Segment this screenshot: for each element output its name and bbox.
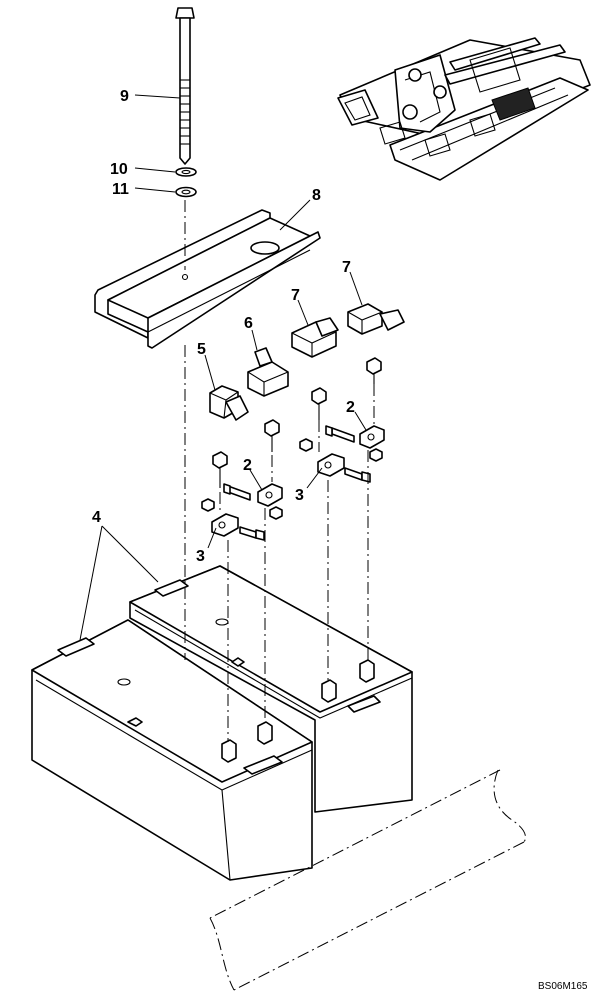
leader-lines <box>79 94 367 641</box>
callout-6: 6 <box>244 315 253 332</box>
terminal-clamp-2-left <box>223 483 283 507</box>
washer-11 <box>175 186 197 198</box>
callout-8: 8 <box>312 187 321 204</box>
callout-7-left: 7 <box>291 287 300 304</box>
battery-rear <box>129 565 413 813</box>
battery-front <box>31 619 313 881</box>
callout-labels: 9 10 11 8 7 7 6 5 2 2 3 3 4 <box>92 88 355 565</box>
drawing-code: BS06M165 <box>538 981 588 992</box>
terminal-clamp-3-left <box>211 513 265 541</box>
terminal-bolts <box>212 357 382 488</box>
callout-3-right: 3 <box>295 487 304 504</box>
callout-4: 4 <box>92 509 101 526</box>
terminal-clamp-2-right <box>325 425 385 449</box>
callout-9: 9 <box>120 88 129 105</box>
callout-2-right: 2 <box>346 399 355 416</box>
machine-locator-inset <box>337 37 591 181</box>
terminal-cover-7-left <box>291 317 339 358</box>
callout-3-left: 3 <box>196 548 205 565</box>
callout-5: 5 <box>197 341 206 358</box>
terminal-cover-6 <box>247 347 289 397</box>
callout-2-left: 2 <box>243 457 252 474</box>
callout-11: 11 <box>112 181 129 198</box>
assembly-center-lines <box>184 200 375 742</box>
callout-10: 10 <box>110 161 128 178</box>
terminal-cover-5 <box>209 385 249 421</box>
long-bolt <box>175 7 195 165</box>
callout-7-right: 7 <box>342 259 351 276</box>
terminal-clamp-3-right <box>317 453 371 483</box>
machine-frame-phantom <box>209 769 526 991</box>
washer-10 <box>175 167 197 177</box>
terminal-nuts <box>201 438 383 520</box>
terminal-cover-7-right <box>347 303 405 335</box>
hold-down-bracket <box>94 209 321 349</box>
